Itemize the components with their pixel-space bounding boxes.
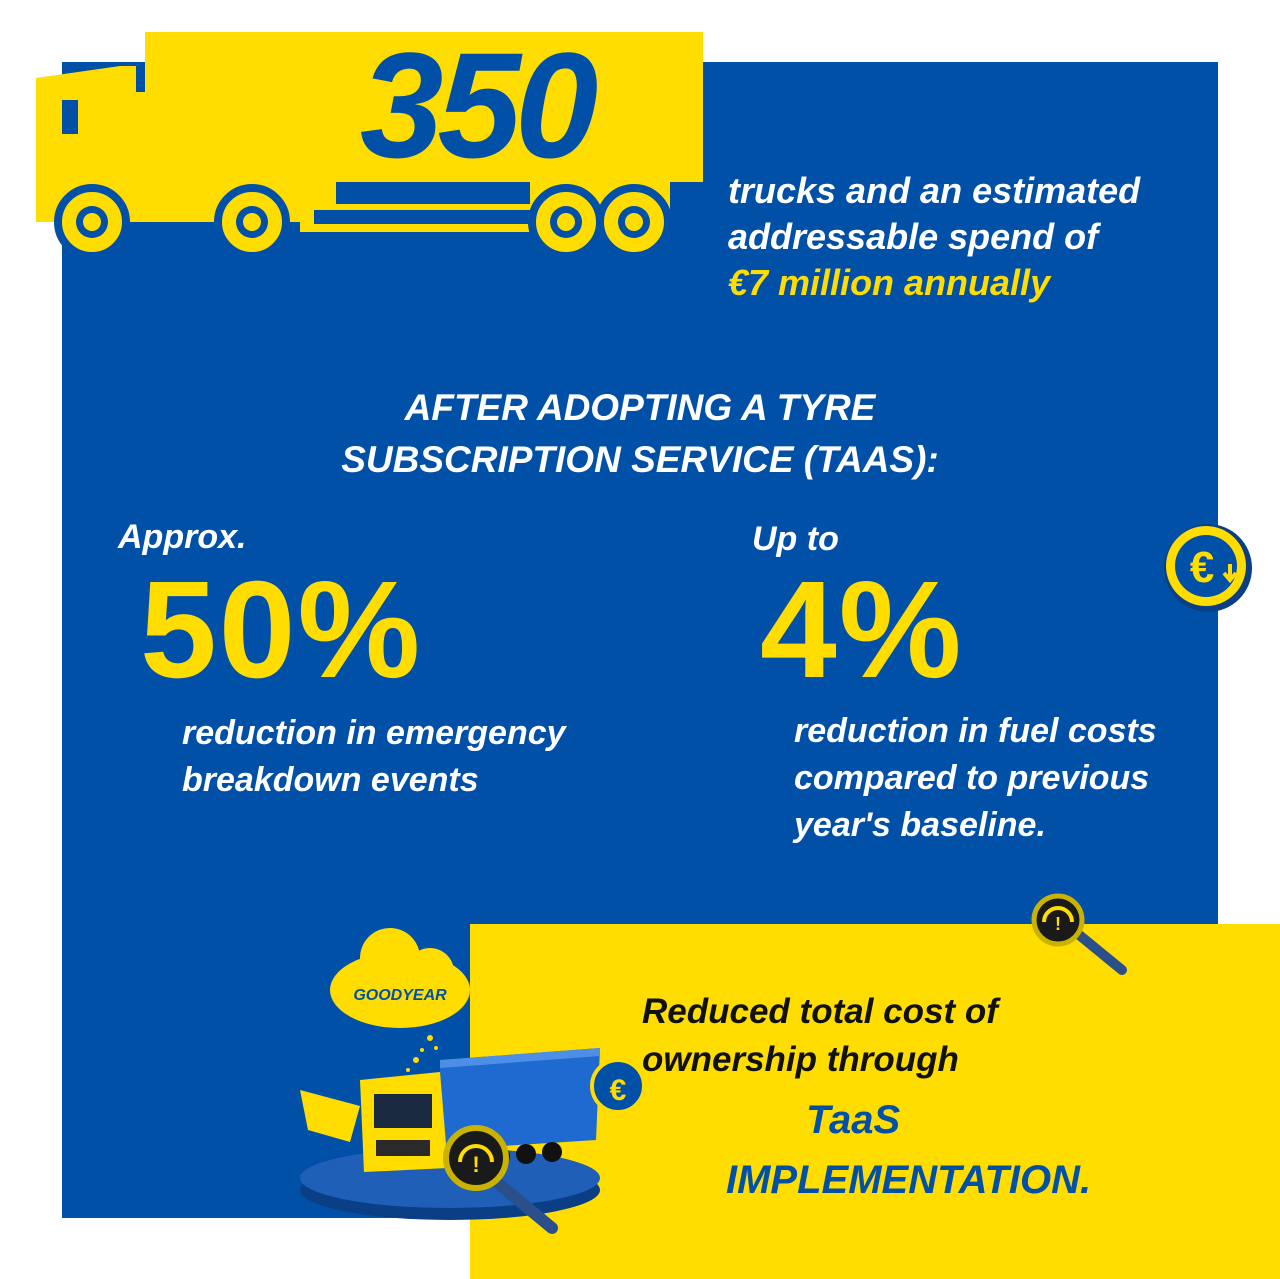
stat-right-desc-line-2: compared to previous: [794, 759, 1150, 797]
stat-right-desc-line-1: reduction in fuel costs: [794, 712, 1157, 750]
intro-text: trucks and an estimated addressable spen…: [728, 168, 1208, 306]
stat-left-value: 50%: [140, 553, 423, 707]
svg-text:€: €: [1190, 543, 1214, 592]
stat-left-desc: reduction in emergency breakdown events: [182, 710, 642, 804]
stat-left-prefix: Approx.: [118, 518, 247, 556]
stat-right-prefix: Up to: [752, 520, 839, 558]
intro-line-2: addressable spend of: [728, 216, 1099, 257]
truck-scene-illustration: GOODYEAR € !: [300, 928, 646, 1234]
stat-left-desc-line-2: breakdown events: [182, 761, 479, 799]
implementation-label: IMPLEMENTATION.: [726, 1158, 1092, 1202]
svg-text:!: !: [1055, 914, 1061, 934]
tco-text: Reduced total cost of ownership through: [642, 988, 1202, 1084]
tire-pressure-warning-icon: !: [443, 1125, 558, 1234]
taas-label: TaaS: [806, 1098, 901, 1142]
heading-line-2: SUBSCRIPTION SERVICE (TAAS):: [341, 439, 939, 480]
svg-text:!: !: [472, 1152, 479, 1177]
stat-right-value: 4%: [760, 553, 964, 707]
intro-line-1: trucks and an estimated: [728, 170, 1141, 211]
intro-highlight: €7 million annually: [728, 262, 1051, 303]
tco-line-2: ownership through: [642, 1040, 959, 1079]
tco-line-1: Reduced total cost of: [642, 992, 998, 1031]
heading-line-1: AFTER ADOPTING A TYRE: [404, 387, 876, 428]
euro-down-icon: €: [1164, 524, 1252, 612]
truck-icon: [36, 66, 672, 260]
truck-count: 350: [360, 21, 598, 189]
stat-left-desc-line-1: reduction in emergency: [182, 714, 566, 752]
stat-right-desc-line-3: year's baseline.: [794, 806, 1046, 844]
svg-text:€: €: [610, 1074, 627, 1107]
goodyear-logo: GOODYEAR: [353, 987, 447, 1004]
trailer-box: [145, 32, 703, 182]
section-heading: AFTER ADOPTING A TYRE SUBSCRIPTION SERVI…: [250, 382, 1030, 486]
magnifier-icon: !: [1031, 893, 1127, 975]
cloud-icon: [330, 928, 470, 1028]
stat-right-desc: reduction in fuel costs compared to prev…: [794, 708, 1204, 849]
